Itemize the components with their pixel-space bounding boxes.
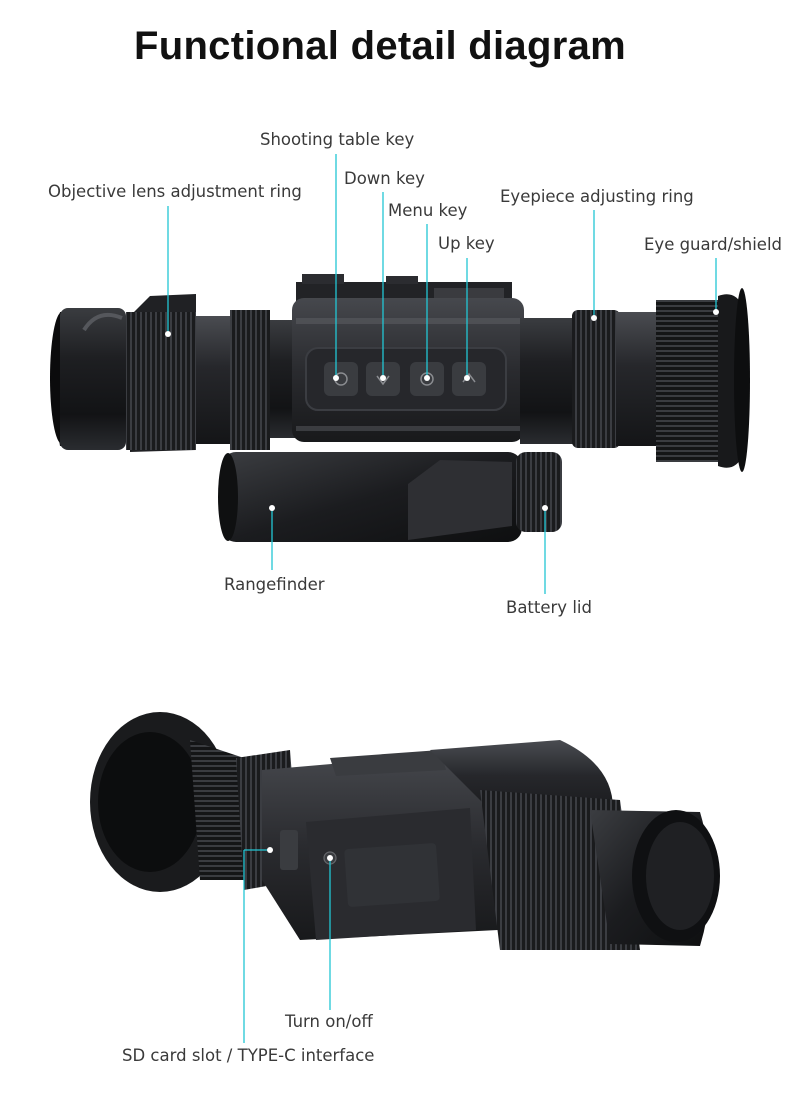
label-objective-ring: Objective lens adjustment ring (48, 182, 302, 201)
label-eye-guard: Eye guard/shield (644, 235, 783, 254)
eyepiece (520, 288, 750, 472)
objective-lens (50, 294, 300, 452)
label-eyepiece-ring: Eyepiece adjusting ring (500, 187, 694, 206)
top-device (50, 274, 750, 542)
bottom-body (262, 750, 510, 940)
eye-guard-bellows (656, 300, 722, 462)
label-down-key: Down key (344, 169, 425, 188)
label-menu-key: Menu key (388, 201, 468, 220)
bottom-objective (480, 790, 720, 950)
label-battery-lid: Battery lid (506, 598, 592, 617)
label-rangefinder: Rangefinder (224, 575, 325, 594)
label-power: Turn on/off (285, 1012, 373, 1031)
rangefinder-unit (218, 452, 562, 542)
sd-card-slot[interactable] (280, 830, 298, 870)
label-up-key: Up key (438, 234, 495, 253)
main-body (292, 298, 524, 442)
label-shooting-table-key: Shooting table key (260, 130, 415, 149)
top-callouts (165, 154, 719, 594)
bottom-device (90, 712, 720, 950)
diagram-title: Functional detail diagram (133, 24, 626, 68)
eye-cup (90, 712, 260, 892)
picatinny-rail (296, 274, 512, 302)
eyepiece-ring (572, 310, 620, 448)
shooting-table-button[interactable] (324, 362, 358, 396)
objective-ring (126, 312, 196, 450)
battery-lid[interactable] (516, 452, 562, 532)
label-sd-card: SD card slot / TYPE-C interface (122, 1046, 375, 1065)
bottom-callouts (243, 847, 333, 1043)
